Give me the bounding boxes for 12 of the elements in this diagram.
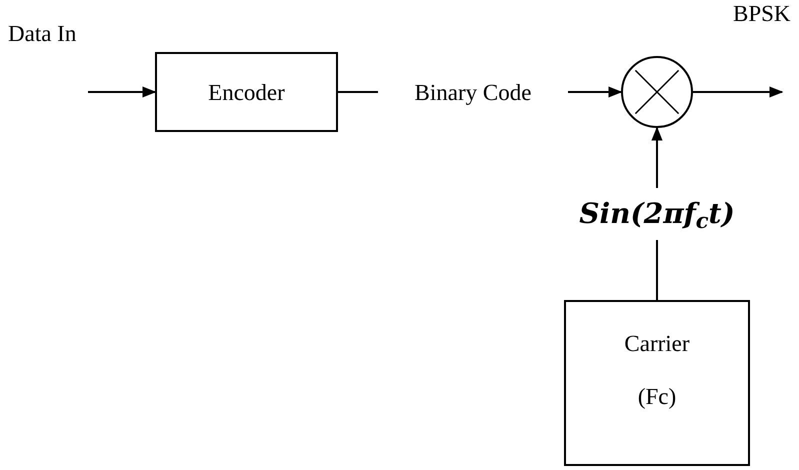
connector-line	[338, 91, 378, 93]
arrow	[693, 86, 784, 98]
signal-label: Data In	[8, 22, 76, 45]
block-label: (Fc)	[638, 385, 676, 408]
block-box	[155, 52, 338, 132]
arrow	[88, 86, 156, 98]
block-box	[564, 300, 750, 466]
block-label: Carrier	[624, 332, 690, 355]
arrow	[568, 86, 622, 98]
signal-label: BPSK	[733, 2, 791, 25]
signal-label: Binary Code	[414, 80, 532, 104]
block-label: Encoder	[208, 80, 285, 104]
